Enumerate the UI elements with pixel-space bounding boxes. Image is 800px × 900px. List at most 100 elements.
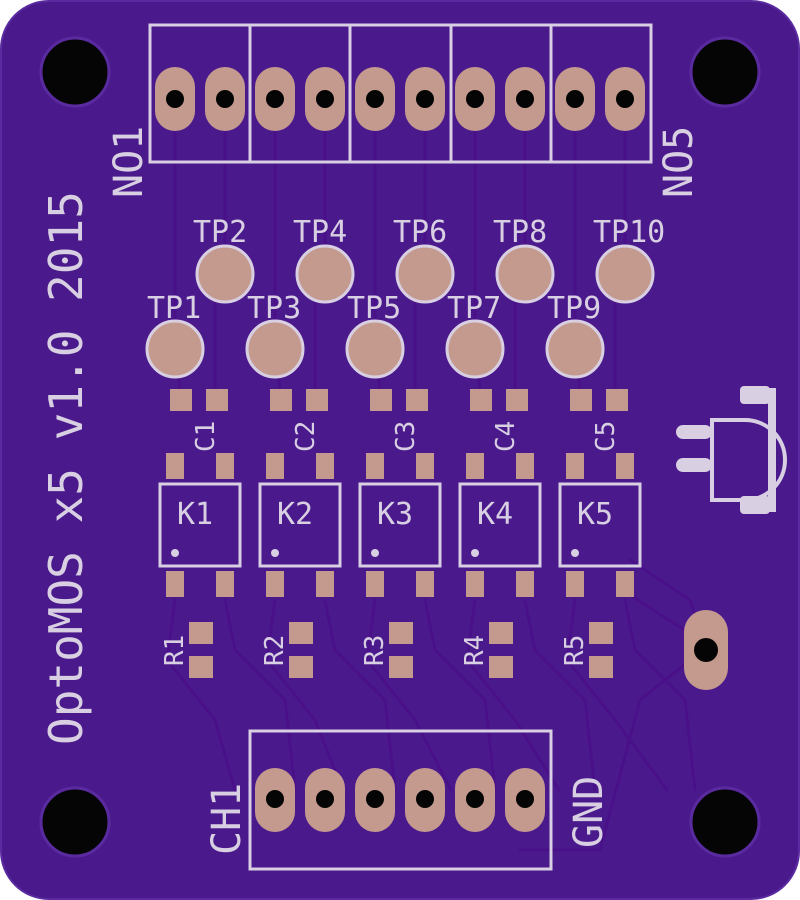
header-pin-hole [316, 790, 334, 808]
resistor-pad [489, 656, 513, 678]
relay-pad [516, 571, 534, 597]
bottom-header-right-label: GND [566, 776, 612, 848]
relay-pad [266, 453, 284, 479]
capacitor-pad [170, 389, 192, 411]
capacitor-pad [470, 389, 492, 411]
test-point-label: TP4 [293, 215, 347, 250]
to92-pad [740, 386, 770, 404]
relay-label: K5 [577, 497, 613, 532]
resistor-pad [589, 622, 613, 644]
capacitor-pad [306, 389, 328, 411]
test-point-label: TP8 [493, 215, 547, 250]
capacitor-label: C4 [491, 421, 521, 452]
top-header-pins [155, 67, 645, 131]
relay-pad [366, 571, 384, 597]
resistor-label: R3 [360, 635, 390, 666]
pin1-marker [271, 549, 279, 557]
header-pin-hole [466, 90, 484, 108]
copper-trace [518, 658, 692, 852]
relay-pad [316, 571, 334, 597]
resistor-pad [389, 622, 413, 644]
resistor-label: R1 [160, 635, 190, 666]
relay-pad [316, 453, 334, 479]
copper-trace [223, 598, 297, 792]
capacitor-pad [206, 389, 228, 411]
copper-trace [523, 598, 597, 792]
header-pin-hole [616, 90, 634, 108]
test-point-pad [545, 319, 605, 379]
resistor-label: R5 [560, 635, 590, 666]
test-point-pad [595, 244, 655, 304]
relay-pad [566, 453, 584, 479]
mounting-hole-bottom-right [689, 786, 761, 858]
to92-pad [676, 458, 712, 472]
header-pin-hole [166, 90, 184, 108]
relay-pad [616, 571, 634, 597]
bottom-header-pins [255, 768, 545, 832]
test-point-pad [445, 319, 505, 379]
bottom-header-left-label: CH1 [204, 783, 250, 855]
test-point-label: TP7 [447, 291, 501, 326]
relay-pad [466, 571, 484, 597]
test-point-label: TP6 [393, 215, 447, 250]
test-point-label: TP2 [193, 215, 247, 250]
test-point-pad [495, 244, 555, 304]
test-point-pad [345, 319, 405, 379]
capacitor-pad [570, 389, 592, 411]
pin1-marker [471, 549, 479, 557]
resistor-label: R2 [260, 635, 290, 666]
copper-trace [423, 598, 497, 792]
to92-tab [768, 388, 776, 512]
test-point-label: TP5 [347, 291, 401, 326]
bottom-header-outline [248, 729, 553, 871]
resistor-label: R4 [460, 635, 490, 666]
header-pin-hole [516, 790, 534, 808]
oval-pad-hole [694, 638, 718, 662]
pin1-marker [571, 549, 579, 557]
relay-pad [166, 571, 184, 597]
pin1-marker [171, 549, 179, 557]
relay-pad [616, 453, 634, 479]
relay-body [558, 482, 642, 568]
header-pin-hole [366, 790, 384, 808]
test-point-pad [245, 319, 305, 379]
test-point-label: TP1 [147, 291, 201, 326]
bottom-header [248, 729, 553, 871]
mounting-hole-top-right [689, 36, 761, 108]
capacitor-pad [370, 389, 392, 411]
resistor-pad [489, 622, 513, 644]
relay-pad [216, 571, 234, 597]
header-pin-hole [316, 90, 334, 108]
top-header [148, 23, 653, 164]
resistor-pad [389, 656, 413, 678]
resistor-pad [189, 622, 213, 644]
relay-pad [416, 571, 434, 597]
test-point-pad [395, 244, 455, 304]
test-point-label: TP3 [247, 291, 301, 326]
top-header-right-label: NO5 [656, 126, 702, 198]
relay-pad [366, 453, 384, 479]
copper-trace [465, 598, 561, 792]
header-pin-hole [416, 90, 434, 108]
copper-trace [265, 598, 345, 792]
top-header-outline [148, 23, 653, 164]
copper-trace [623, 598, 697, 792]
copper-trace [323, 598, 397, 792]
pin1-marker [371, 549, 379, 557]
mounting-hole-bottom-left [39, 786, 111, 858]
resistor-pad [289, 622, 313, 644]
test-point-pad [145, 319, 205, 379]
copper-trace [365, 598, 453, 792]
header-pin-hole [366, 90, 384, 108]
header-pin-hole [466, 790, 484, 808]
test-point-label: TP9 [547, 291, 601, 326]
mounting-hole-top-left [39, 36, 111, 108]
resistor-pad [289, 656, 313, 678]
resistor-pad [189, 656, 213, 678]
capacitor-label: C1 [191, 421, 221, 452]
header-pin-hole [566, 90, 584, 108]
capacitor-pad [406, 389, 428, 411]
test-point-pad [195, 244, 255, 304]
mounting-holes [39, 36, 761, 858]
